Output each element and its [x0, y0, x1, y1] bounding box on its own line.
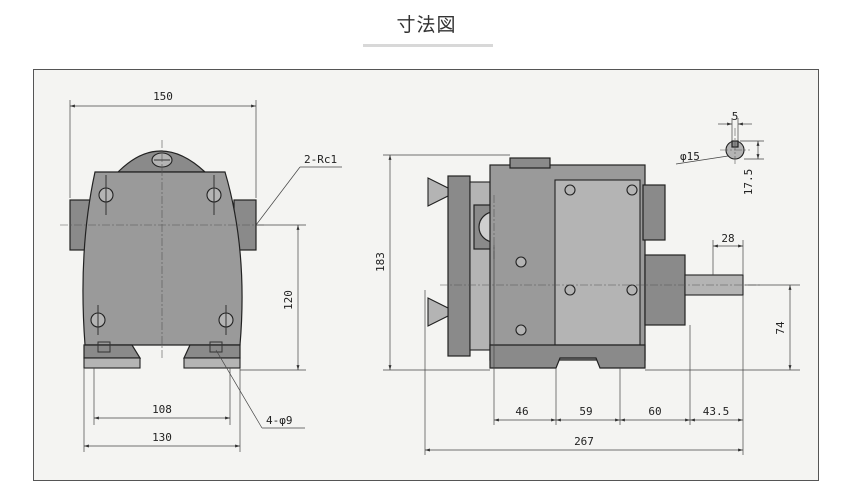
- dim-74: 74: [774, 321, 787, 335]
- dim-59: 59: [579, 405, 592, 418]
- dim-150: 150: [153, 90, 173, 103]
- dim-key-5: 5: [732, 110, 739, 123]
- label-4-phi9: 4-φ9: [266, 414, 293, 427]
- dim-28: 28: [721, 232, 734, 245]
- dim-267: 267: [574, 435, 594, 448]
- dim-108: 108: [152, 403, 172, 416]
- shaft-detail: 5 φ15 17.5: [675, 110, 764, 196]
- dim-43-5: 43.5: [703, 405, 730, 418]
- label-2-rc1: 2-Rc1: [304, 153, 337, 166]
- dim-120: 120: [282, 290, 295, 310]
- label-phi15: φ15: [680, 150, 700, 163]
- title-underline: [363, 44, 493, 47]
- dim-46: 46: [515, 405, 528, 418]
- dim-60: 60: [648, 405, 661, 418]
- dim-17-5: 17.5: [742, 169, 755, 196]
- dim-183: 183: [374, 252, 387, 272]
- front-view: 150 2-Rc1 120 108 130 4-φ9: [60, 90, 342, 452]
- page-title: 寸法図: [396, 14, 457, 36]
- dim-130: 130: [152, 431, 172, 444]
- side-view: 183 28 74 46 59 60 43.5 267: [374, 154, 800, 455]
